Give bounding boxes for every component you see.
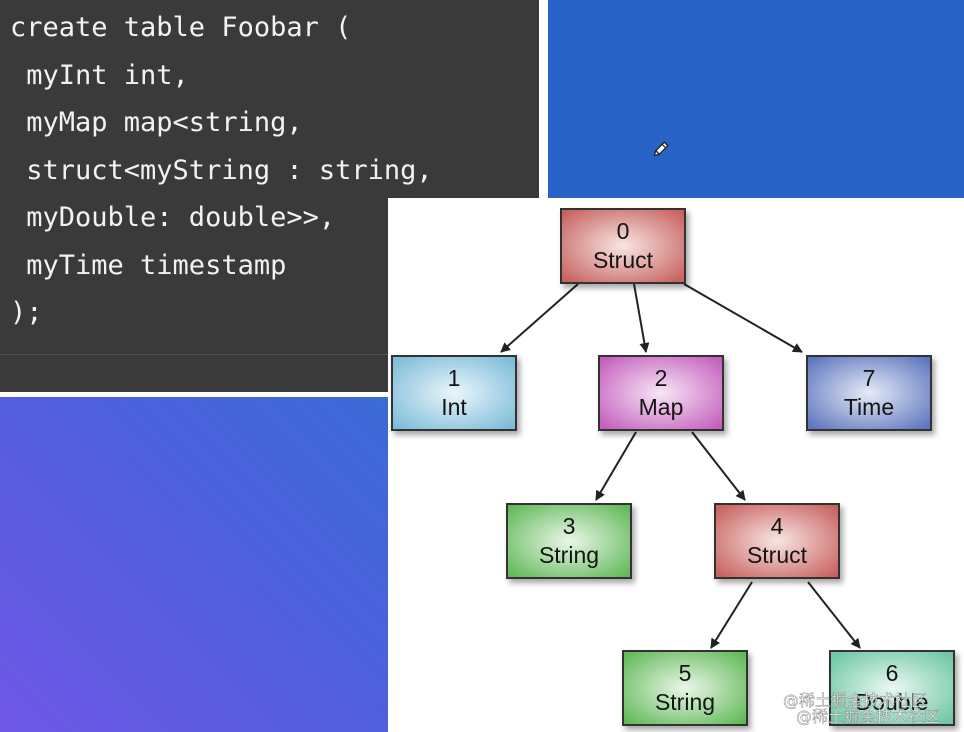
node-type-label: Double [856,689,929,715]
node-type-label: Int [441,394,467,420]
node-id: 3 [563,513,576,539]
node-type-label: String [539,542,599,568]
edge-0-7 [683,283,803,353]
node-id: 6 [886,660,899,686]
node-type-label: String [655,689,715,715]
code-panel-divider [0,354,539,355]
node-type-label: Map [639,394,684,420]
code-line: myMap map<string, [10,107,303,138]
tree-node-7: 7 Time [806,355,932,431]
tree-node-5: 5 String [622,650,748,726]
tree-node-3: 3 String [506,503,632,579]
tree-node-4: 4 Struct [714,503,840,579]
code-line: create table Foobar ( [10,12,352,43]
type-tree-svg: 0 Struct 1 Int 2 Map 7 Time 3 String [391,208,955,726]
edge-0-2 [633,283,650,353]
node-type-label: Time [844,394,894,420]
code-line: myTime timestamp [10,250,287,281]
gradient-panel [0,397,388,732]
edge-2-4 [691,431,746,501]
watermark-text: @稀土掘金技术社区 [783,691,927,710]
node-id: 7 [863,365,876,391]
pencil-icon [653,141,669,157]
watermark: @稀土掘金技术社区 @稀土掘金技术社区 [783,691,940,726]
panel-gap [0,392,388,397]
blue-panel [548,0,964,198]
node-id: 5 [679,660,692,686]
code-line: myDouble: double>>, [10,202,336,233]
tree-node-0: 0 Struct [560,208,686,284]
code-line: ); [10,297,43,328]
tree-node-6: 6 Double [829,650,955,726]
edge-4-5 [710,581,753,649]
tree-node-1: 1 Int [391,355,517,431]
code-line: struct<myString : string, [10,155,433,186]
tree-node-2: 2 Map [598,355,724,431]
tree-edges [500,283,861,649]
edge-2-3 [595,431,637,501]
edge-4-6 [807,581,861,649]
edge-0-1 [500,283,579,353]
node-id: 0 [617,218,630,244]
type-tree-diagram: 0 Struct 1 Int 2 Map 7 Time 3 String [388,198,964,732]
node-id: 4 [771,513,784,539]
node-type-label: Struct [593,247,654,273]
node-type-label: Struct [747,542,808,568]
code-panel: create table Foobar ( myInt int, myMap m… [0,0,539,392]
watermark-text: @稀土掘金技术社区 [796,707,940,726]
code-line: myInt int, [10,60,189,91]
node-id: 2 [655,365,668,391]
node-id: 1 [448,365,461,391]
